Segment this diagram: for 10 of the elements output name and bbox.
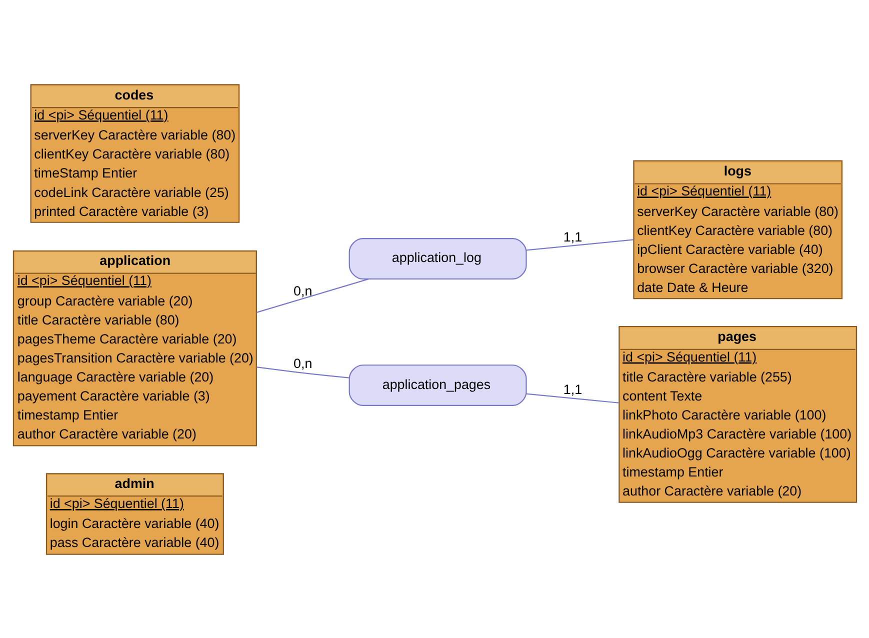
edge-label: 1,1 (562, 229, 582, 244)
connector (526, 392, 619, 403)
node-box: application_log (348, 238, 526, 279)
connector (256, 366, 349, 378)
edge-label: 0,n (293, 356, 312, 371)
edge-label: 0,n (293, 282, 312, 298)
connector (526, 238, 634, 250)
connector (256, 278, 369, 312)
edge-label: 1,1 (562, 381, 582, 396)
node-box: application_pages (348, 364, 526, 406)
